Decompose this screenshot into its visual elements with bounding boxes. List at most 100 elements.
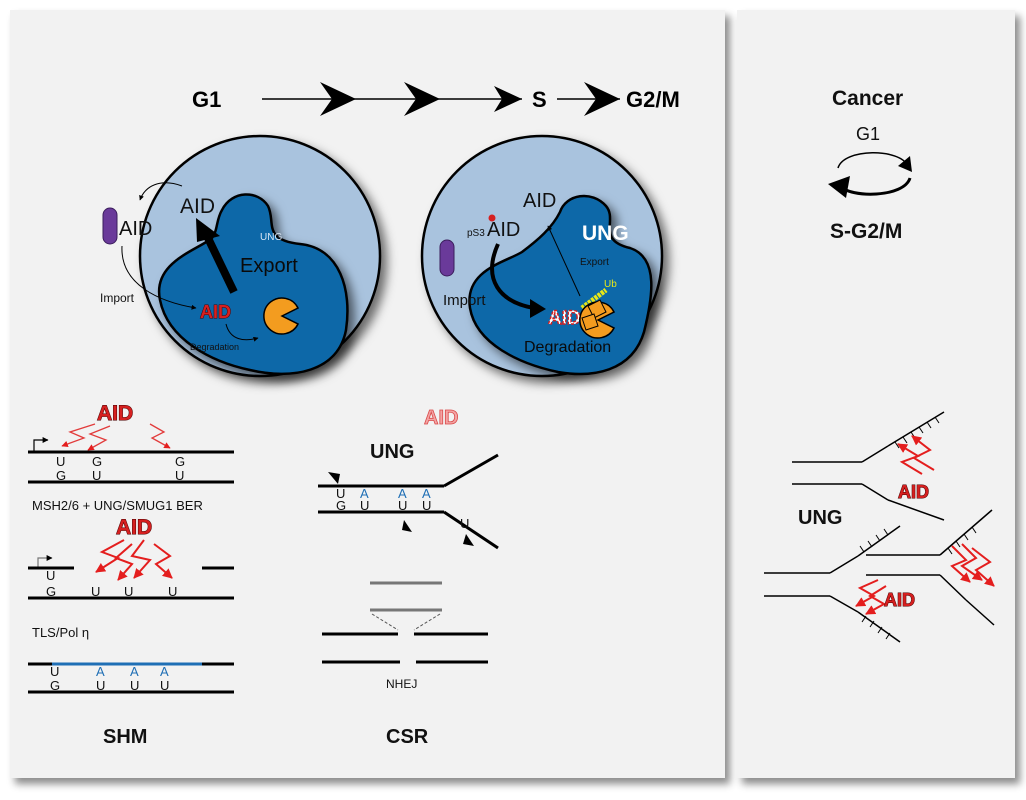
shm-pathway-tls: TLS/Pol η [32,625,89,640]
cell-s-aid-cytoplasm: AID [487,219,520,241]
cell-g1-purple-receptor [102,207,118,245]
cell-g1-aid-nuclear: AID [200,302,231,322]
shm-row2-zigzag-2 [114,543,134,581]
shm-r3-top-3: A [160,664,169,679]
csr-branch-base: U [460,516,469,531]
left-panel [10,10,725,778]
cancer-cycle-arrowhead-bottom [828,176,850,198]
cancer-fork2-zigzag-1 [950,545,971,583]
cancer-fork2-right-bottom-arm [965,599,995,626]
shm-r2-top-0: U [46,568,55,583]
csr-top-fork [443,453,499,488]
cell-g1-aid-exported: AID [180,195,215,218]
shm-promoter-arrow-1 [33,437,49,452]
shm-r3-bot-1: U [96,678,105,693]
cell-s-ub-chain [580,288,608,310]
shm-r1-top-1: G [92,454,102,469]
cancer-fork1-bottom-arm [887,499,945,521]
cell-s-ps3: pS3 [467,228,485,239]
shm-pathway-ber: MSH2/6 + UNG/SMUG1 BER [32,498,203,513]
csr-join-dash-1 [371,613,399,631]
cell-g1-ung: UNG [260,232,282,243]
cancer-sg2m: S-G2/M [830,220,902,243]
shm-row2-zigzag-4 [153,543,173,579]
cancer-ung: UNG [798,507,842,529]
shm-label: SHM [103,726,147,748]
shm-r1-bot-2: U [175,468,184,483]
csr-bottom-fork [443,510,499,550]
cell-g1-aid-cytoplasm: AID [119,218,152,240]
cell-g1-proteasome-icon [263,297,300,335]
cancer-fork2-zigzag-2 [960,543,983,581]
csr-label: CSR [386,726,429,748]
csr-bot-0: G [336,498,346,513]
csr-top-3: A [422,486,431,501]
shm-r1-top-2: G [175,454,185,469]
cell-g1-import: Import [100,291,135,305]
shm-r1-bot-0: G [56,468,66,483]
shm-r2-bot-2: U [124,584,133,599]
cancer-fork1-top-arm [887,411,945,447]
cancer-fork2-left-bottom-join [829,595,859,613]
shm-aid-mid: AID [116,516,152,539]
csr-aid: AID [424,407,458,429]
shm-r3-bot-3: U [160,678,169,693]
cell-s-aid-fragment-1 [587,299,607,319]
label-g2m: G2/M [626,87,680,112]
shm-row1-zigzag-3 [149,423,171,449]
shm-r2-bot-0: G [46,584,56,599]
cancer-fork2-right-top-arm [939,509,993,556]
cancer-fork2-right-bottom-join [939,574,967,601]
shm-r3-top-0: U [50,664,59,679]
cancer-title: Cancer [832,87,903,110]
cancer-fork1-bottom-join [861,483,889,501]
cell-g1-export-arrowhead [196,218,220,242]
csr-join-dash-2 [413,613,441,631]
cancer-fork1-top-join [861,445,889,463]
cell-cycle-timeline: G1 S G2/M [192,82,680,116]
cell-s-ub: Ub [604,279,617,290]
cell-s-import-arrow [490,243,535,310]
csr-bot-1: U [360,498,369,513]
cell-s-export-arrow [547,225,581,297]
csr-nick-marker-1 [328,472,340,484]
cancer-section: Cancer G1 S-G2/M AID UNG [764,87,995,643]
timeline-arrowhead-1 [320,82,356,116]
shm-r3-bot-2: U [130,678,139,693]
label-g1: G1 [192,87,221,112]
csr-ung: UNG [370,441,414,463]
cell-g1-export: Export [240,255,298,277]
cancer-aid-bottom: AID [884,590,915,610]
shm-r2-bot-3: U [168,584,177,599]
cancer-fork2-left-top-arm [857,525,901,557]
csr-bot-2: U [398,498,407,513]
shm-aid-top: AID [97,402,133,425]
csr-nhej: NHEJ [386,677,417,691]
shm-section: AID U G G G U U MSH2/6 + UNG/SMUG1 BER A… [28,402,234,748]
timeline-arrowhead-3 [494,86,522,112]
cancer-fork2-left-top-join [829,555,859,574]
shm-row2-zigzag-1 [95,539,125,573]
cell-s-ung: UNG [582,222,629,245]
cell-s: AID pS3 AID UNG Export Import AID Degrad… [420,134,664,378]
cell-s-degradation: Degradation [524,339,611,356]
shm-promoter-arrow-2 [37,555,53,568]
csr-nick-marker-3 [463,534,474,546]
shm-row1-bases: U G G G U U [56,454,185,483]
right-panel [737,10,1015,778]
shm-row1-zigzag-2 [87,425,111,451]
cancer-g1: G1 [856,124,880,144]
cancer-aid-top: AID [898,482,929,502]
cancer-fork2-ticks [859,526,977,640]
cancer-fork1-zigzag-1 [897,443,923,475]
cancer-fork2-zigzag-4 [865,585,887,615]
shm-r3-top-2: A [130,664,139,679]
cell-g1: AID AID UNG Export Import AID Degradatio… [100,134,382,378]
shm-r3-top-1: A [96,664,105,679]
cell-g1-degradation-arrow [225,323,259,342]
cell-s-export: Export [580,257,609,268]
cell-g1-export-arrow [203,234,238,294]
timeline-arrowhead-4 [584,82,620,116]
cell-g1-nucleus [157,193,349,376]
